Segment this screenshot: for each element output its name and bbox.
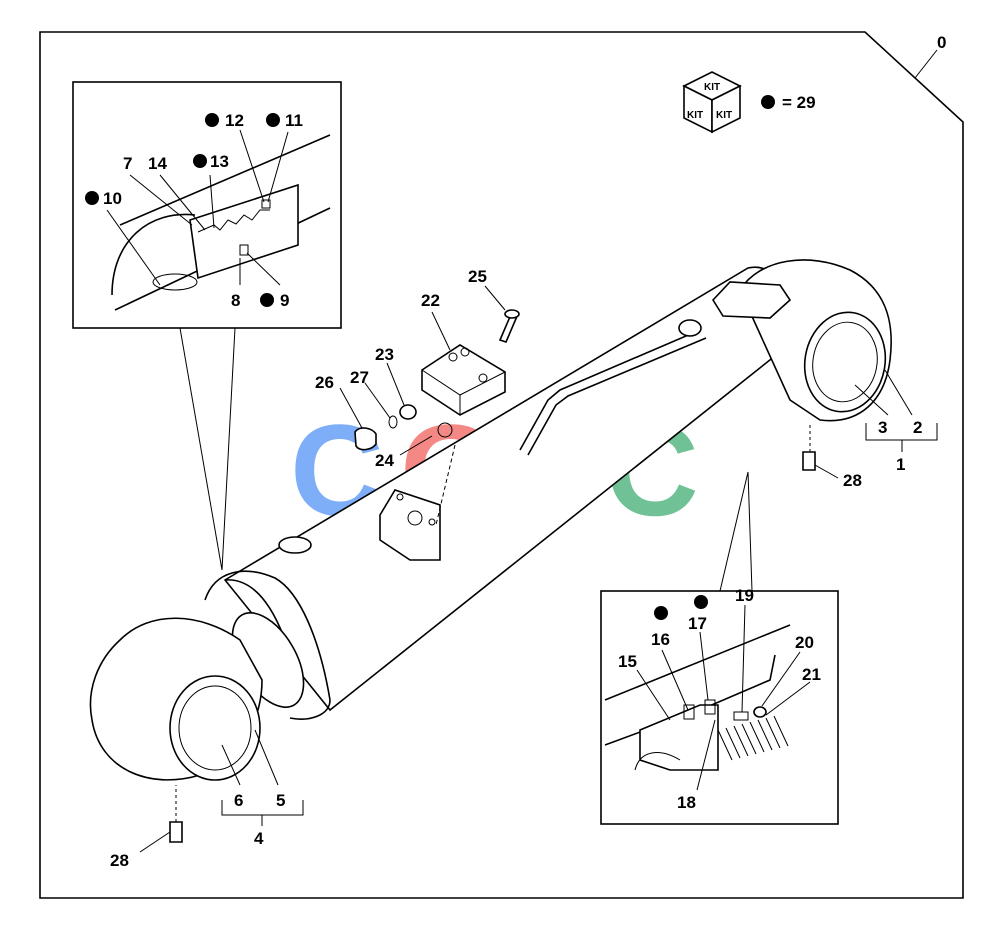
part-label-5: 5 xyxy=(276,791,285,810)
part-label-6: 6 xyxy=(234,791,243,810)
kit-dot-icon xyxy=(266,113,280,127)
part-label-21: 21 xyxy=(802,665,821,684)
kit-markers xyxy=(85,113,708,620)
cylinder-assembly xyxy=(89,259,892,843)
valve-parts xyxy=(354,309,520,526)
part-label-9: 9 xyxy=(280,291,289,310)
kit-face-top: KIT xyxy=(704,82,720,93)
part-label-22: 22 xyxy=(421,291,440,310)
inset-rod-seal-detail xyxy=(72,81,342,571)
kit-dot-icon xyxy=(694,595,708,609)
kit-dot-icon xyxy=(193,154,207,168)
part-label-16: 16 xyxy=(651,630,670,649)
frame-leader xyxy=(914,49,938,79)
part-label-11: 11 xyxy=(285,111,303,130)
inset-piston-seal-detail xyxy=(600,471,839,825)
kit-face-left: KIT xyxy=(687,110,703,121)
part-label-17: 17 xyxy=(688,614,707,633)
part-label-0: 0 xyxy=(937,33,946,52)
part-label-25: 25 xyxy=(468,267,487,286)
kit-dot-icon xyxy=(761,95,775,109)
part-label-24: 24 xyxy=(375,451,394,470)
part-labels: 0 10 7 14 13 12 11 8 9 22 25 23 27 26 24… xyxy=(103,33,946,870)
part-label-4: 4 xyxy=(254,829,264,848)
part-label-28-rod: 28 xyxy=(110,851,129,870)
part-label-3: 3 xyxy=(878,418,887,437)
part-label-23: 23 xyxy=(375,345,394,364)
drawing-frame xyxy=(39,31,964,899)
part-label-10: 10 xyxy=(103,189,122,208)
kit-cube-icon: KIT KIT KIT xyxy=(682,71,742,134)
leader-lines xyxy=(106,129,938,853)
part-label-12: 12 xyxy=(225,111,244,130)
kit-dot-icon xyxy=(85,191,99,205)
part-label-20: 20 xyxy=(795,633,814,652)
part-label-26: 26 xyxy=(315,373,334,392)
part-label-14: 14 xyxy=(148,154,167,173)
kit-dot-icon xyxy=(205,113,219,127)
part-label-7: 7 xyxy=(123,154,132,173)
part-label-15: 15 xyxy=(618,652,637,671)
part-label-8: 8 xyxy=(231,291,240,310)
part-label-27: 27 xyxy=(350,368,369,387)
part-label-1: 1 xyxy=(896,455,905,474)
part-label-28-cap: 28 xyxy=(843,471,862,490)
part-label-19: 19 xyxy=(735,586,754,605)
kit-face-right: KIT xyxy=(716,110,732,121)
kit-dot-icon xyxy=(654,606,668,620)
part-label-13: 13 xyxy=(210,152,229,171)
part-label-2: 2 xyxy=(913,418,922,437)
part-label-18: 18 xyxy=(677,793,696,812)
kit-equals-label: = 29 xyxy=(782,93,816,112)
kit-dot-icon xyxy=(260,293,274,307)
